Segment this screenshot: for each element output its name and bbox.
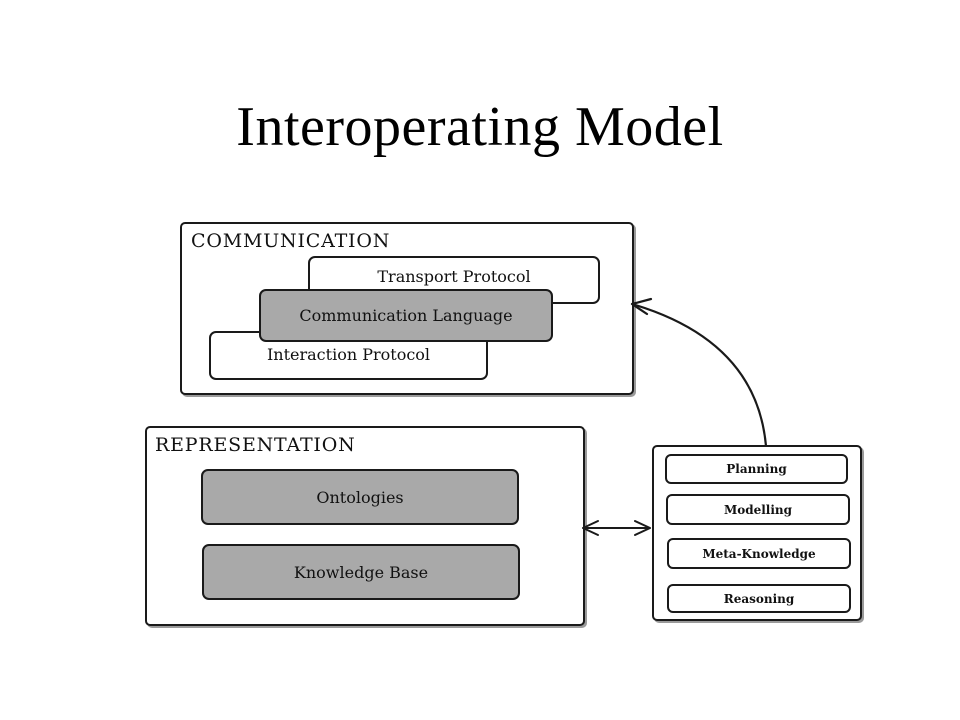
ontologies-box: Ontologies — [201, 469, 519, 525]
curved-arrow-head — [630, 297, 653, 316]
communication-language-box: Communication Language — [259, 289, 553, 342]
meta-knowledge-box: Meta-Knowledge — [667, 538, 851, 569]
knowledge-base-box: Knowledge Base — [202, 544, 520, 600]
double-arrow-left-head — [582, 520, 599, 536]
representation-label: REPRESENTATION — [155, 434, 356, 456]
double-arrow-right-head — [634, 520, 651, 536]
communication-label: COMMUNICATION — [191, 230, 391, 252]
modelling-box: Modelling — [666, 494, 850, 525]
planning-box: Planning — [665, 454, 848, 484]
page-title: Interoperating Model — [236, 96, 724, 158]
curved-arrow-line — [631, 302, 768, 447]
reasoning-box: Reasoning — [667, 584, 851, 613]
